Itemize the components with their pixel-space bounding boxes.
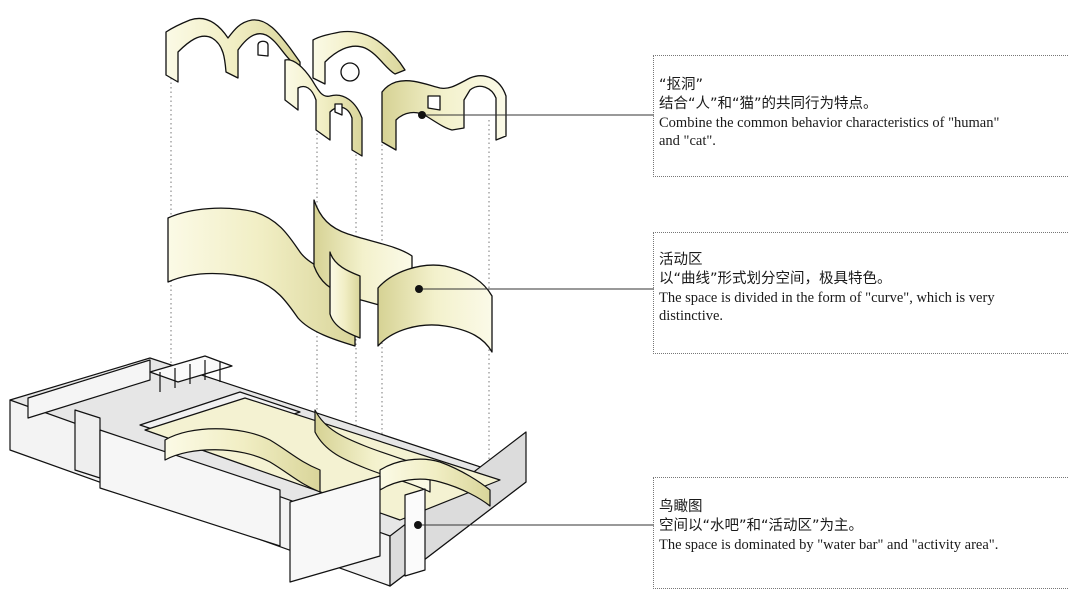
annotation-cutout: “抠洞” 结合“人”和“猫”的共同行为特点。 Combine the commo… <box>659 76 1069 150</box>
leader-dot-bottom <box>414 521 422 529</box>
cutout-wall-center <box>284 59 363 157</box>
cutout-wall-right-front <box>381 75 507 151</box>
annotation-title: “抠洞” <box>659 77 704 93</box>
annotation-english: The space is dominated by "water bar" an… <box>659 537 999 553</box>
round-hole <box>340 62 360 82</box>
annotation-activity-area: 活动区 以“曲线”形式划分空间，极具特色。 The space is divid… <box>659 251 1069 325</box>
annotation-box-middle <box>653 232 1069 354</box>
aerial-curve-1 <box>164 428 321 493</box>
annotation-subtitle: 空间以“水吧”和“活动区”为主。 <box>659 518 864 534</box>
small-hole <box>334 103 343 116</box>
water-bar-shelves <box>149 355 233 392</box>
arch-hole <box>257 40 269 57</box>
curved-wall-small <box>329 251 361 339</box>
annotation-aerial-view: 鸟瞰图 空间以“水吧”和“活动区”为主。 The space is domina… <box>659 498 1069 554</box>
annotation-subtitle: 结合“人”和“猫”的共同行为特点。 <box>659 96 878 112</box>
left-room-wall <box>27 359 151 419</box>
inner-wall-b <box>99 429 281 547</box>
cutout-wall-right-back <box>312 30 406 85</box>
cutout-walls-layer <box>165 17 507 157</box>
annotation-box-top <box>653 55 1069 177</box>
annotation-title: 鸟瞰图 <box>659 499 703 515</box>
entry-wall <box>289 475 381 583</box>
annotation-subtitle: 以“曲线”形式划分空间，极具特色。 <box>659 271 892 287</box>
aerial-view-layer <box>9 355 527 587</box>
leader-dot-top <box>418 111 426 119</box>
entry-pillar <box>404 488 426 577</box>
window-hole <box>427 95 441 111</box>
cutout-wall-left <box>165 17 301 83</box>
curved-walls-layer <box>167 199 493 353</box>
annotation-title: 活动区 <box>659 252 703 268</box>
annotation-english: The space is divided in the form of "cur… <box>659 290 995 324</box>
annotation-english: Combine the common behavior characterist… <box>659 115 1000 149</box>
leader-dot-middle <box>415 285 423 293</box>
inner-wall-a <box>74 409 101 479</box>
aerial-curve-3 <box>379 458 491 507</box>
curved-wall-front-c <box>377 264 493 353</box>
